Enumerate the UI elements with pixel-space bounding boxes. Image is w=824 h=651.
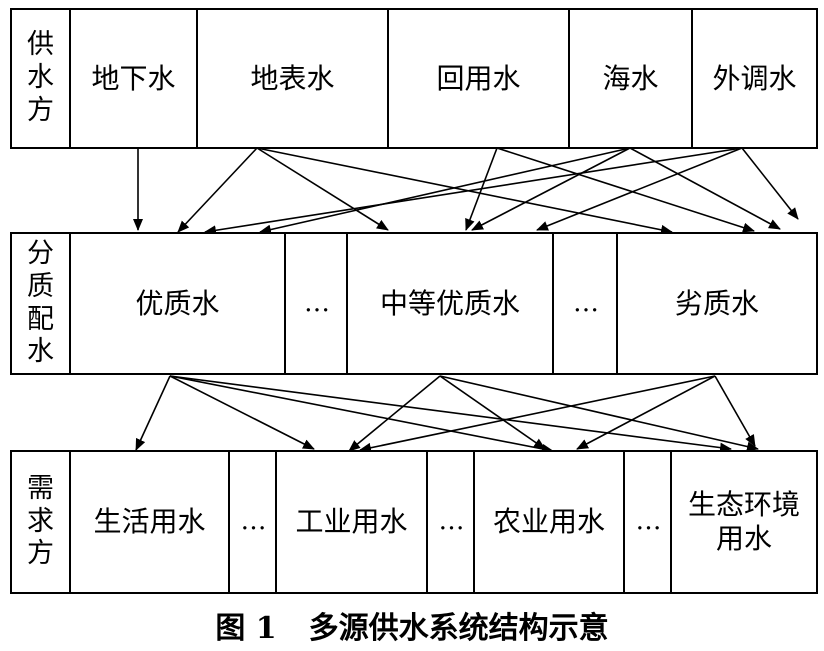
figure-title: 多源供水系统结构示意 [308, 611, 609, 646]
arrow-transfer-to-quality [204, 147, 743, 236]
quality-low: 劣质水 [616, 232, 818, 375]
supply-surface-water: 地表水 [196, 8, 389, 149]
supply-label: 供 水 方 [10, 8, 71, 149]
arrow-surface-to-medium [256, 147, 389, 231]
figure-caption: 图 1 多源供水系统结构示意 [0, 603, 824, 647]
figure-number: 图 1 [215, 611, 277, 646]
quality-ellipsis-1: … [284, 232, 348, 375]
demand-ecological: 生态环境 用水 [670, 450, 818, 594]
arrow-transfer-to-medium [536, 147, 743, 231]
demand-domestic: 生活用水 [69, 450, 230, 594]
supply-groundwater: 地下水 [69, 8, 198, 149]
arrow-poor-to-agricultural [576, 375, 716, 450]
arrow-reuse-to-poor [496, 147, 755, 233]
arrow-quality-to-ecological [169, 375, 732, 453]
quality-medium: 中等优质水 [346, 232, 554, 375]
supply-reused-water: 回用水 [387, 8, 570, 149]
arrow-medium-to-agricultural [439, 375, 546, 450]
arrow-medium-to-ecological [439, 375, 759, 452]
demand-ellipsis-2: … [426, 450, 475, 594]
demand-ellipsis-3: … [623, 450, 672, 594]
arrow-poor-to-ecological [714, 375, 756, 447]
quality-high: 优质水 [69, 232, 286, 375]
demand-agricultural: 农业用水 [473, 450, 625, 594]
arrow-transfer-to-poor [741, 147, 799, 220]
arrow-sea-to-poor [629, 147, 781, 230]
supply-seawater: 海水 [568, 8, 693, 149]
arrow-surface-to-quality [177, 147, 258, 233]
arrow-surface-to-poor [256, 147, 673, 235]
demand-label: 需 求 方 [10, 450, 71, 594]
demand-industrial: 工业用水 [275, 450, 428, 594]
demand-ellipsis-1: … [228, 450, 277, 594]
quality-ellipsis-2: … [552, 232, 618, 375]
arrow-sea-to-quality [259, 147, 631, 235]
arrow-medium-to-industrial [348, 375, 441, 452]
arrow-poor-to-industrial [359, 375, 716, 453]
arrow-quality-to-industrial [169, 375, 315, 450]
arrow-quality-to-agricultural [169, 375, 554, 454]
supply-transferred-water: 外调水 [691, 8, 818, 149]
arrow-sea-to-medium [471, 147, 631, 231]
arrow-quality-to-domestic [135, 375, 171, 451]
quality-label: 分 质 配 水 [10, 232, 71, 375]
